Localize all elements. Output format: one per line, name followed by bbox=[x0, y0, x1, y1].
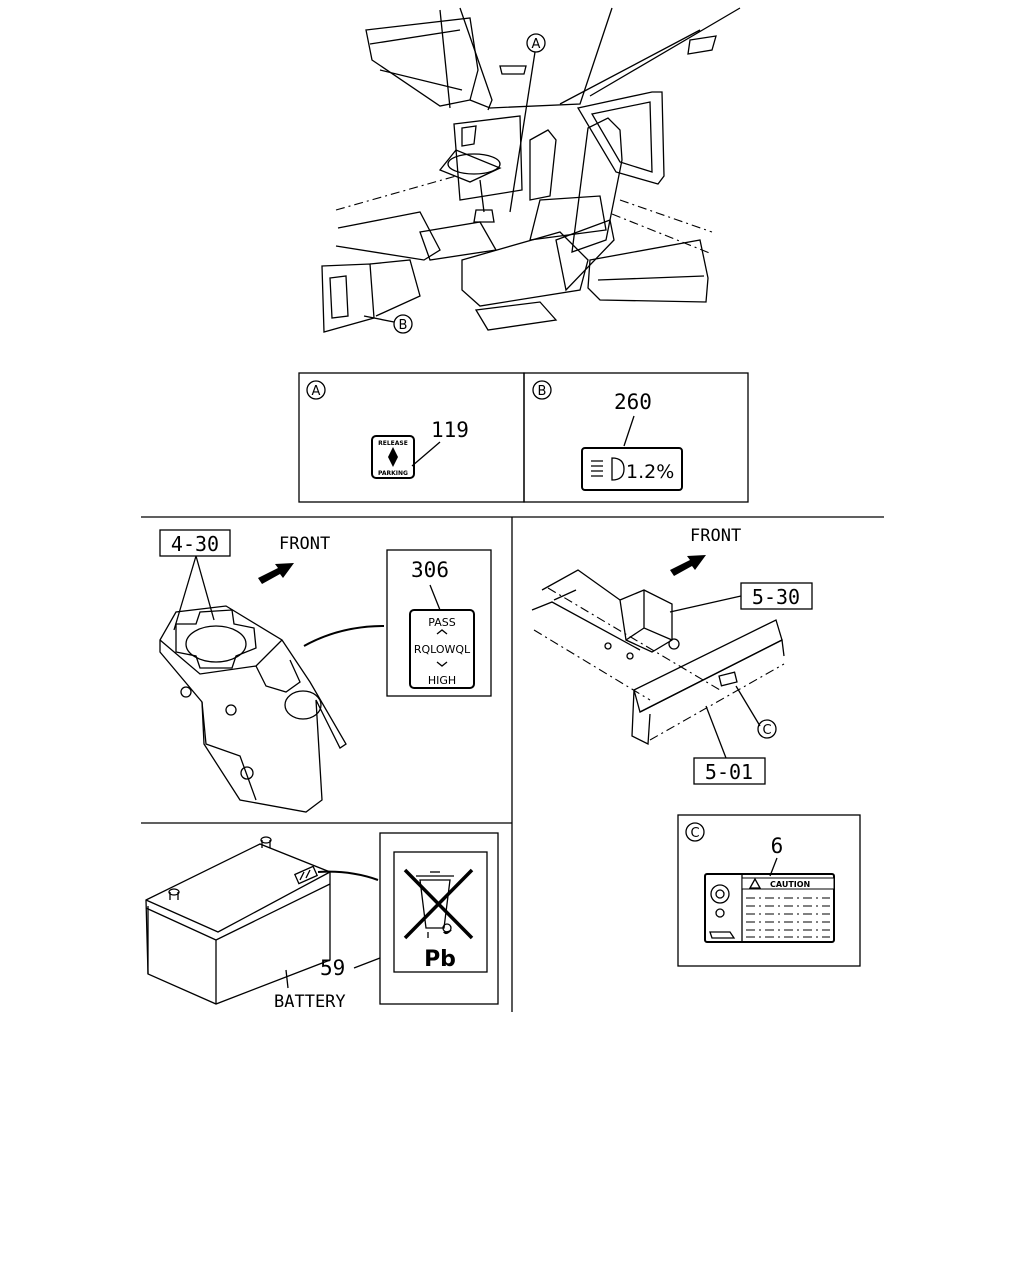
svg-text:1.2%: 1.2% bbox=[626, 461, 674, 483]
recycle-bin-symbol: Pb bbox=[393, 851, 488, 973]
svg-text:FRONT: FRONT bbox=[279, 534, 330, 554]
svg-text:306: 306 bbox=[411, 558, 449, 582]
svg-text:PASS: PASS bbox=[428, 616, 455, 629]
svg-text:HIGH: HIGH bbox=[428, 674, 456, 687]
svg-text:A: A bbox=[532, 37, 541, 52]
warning-triangle-icon bbox=[748, 877, 762, 889]
svg-text:FRONT: FRONT bbox=[690, 526, 741, 546]
headlamp-aim-label: 1.2% bbox=[581, 447, 683, 491]
svg-text:CAUTION: CAUTION bbox=[770, 880, 810, 889]
callout-b: B bbox=[393, 314, 413, 334]
battery-section: Pb 59 BATTERY bbox=[145, 832, 499, 1012]
svg-text:RQLOWQL: RQLOWQL bbox=[414, 643, 471, 656]
svg-text:5-30: 5-30 bbox=[752, 585, 800, 609]
parking-release-label: RELEASE PARKING bbox=[371, 435, 415, 479]
svg-text:6: 6 bbox=[771, 834, 784, 858]
front-arrow-icon bbox=[258, 563, 294, 584]
svg-text:PARKING: PARKING bbox=[378, 470, 408, 477]
combination-switch-section: 4-30 FRONT 306 PASS RQLOWQL HIGH bbox=[159, 529, 492, 813]
frame-section: FRONT 5-30 C 5-01 bbox=[531, 526, 813, 785]
cab-interior-illustration bbox=[321, 7, 741, 333]
front-arrow-icon bbox=[670, 555, 706, 576]
svg-text:C: C bbox=[762, 723, 771, 738]
svg-text:RELEASE: RELEASE bbox=[378, 440, 408, 447]
svg-text:119: 119 bbox=[431, 418, 469, 442]
headlamp-icon bbox=[591, 457, 625, 481]
caution-label: CAUTION bbox=[704, 873, 835, 943]
svg-text:B: B bbox=[538, 384, 547, 399]
ref-4-30: 4-30 bbox=[159, 529, 231, 557]
detail-panel-c: C 6 CAUTION bbox=[677, 814, 861, 967]
svg-text:C: C bbox=[690, 826, 699, 841]
section-dividers bbox=[141, 516, 884, 1012]
detail-panel-a: A 119 RELEASE PARKING bbox=[298, 372, 525, 503]
svg-text:BATTERY: BATTERY bbox=[274, 992, 346, 1012]
svg-text:B: B bbox=[399, 318, 408, 333]
callout-a: A bbox=[526, 33, 546, 53]
detail-panel-b: B 260 1.2% bbox=[523, 372, 749, 503]
svg-text:Pb: Pb bbox=[424, 947, 456, 972]
dimmer-switch-label: PASS RQLOWQL HIGH bbox=[409, 609, 475, 689]
svg-text:5-01: 5-01 bbox=[705, 760, 753, 784]
svg-text:A: A bbox=[312, 384, 321, 399]
svg-text:260: 260 bbox=[614, 390, 652, 414]
svg-text:59: 59 bbox=[320, 956, 345, 980]
svg-text:4-30: 4-30 bbox=[171, 532, 219, 556]
